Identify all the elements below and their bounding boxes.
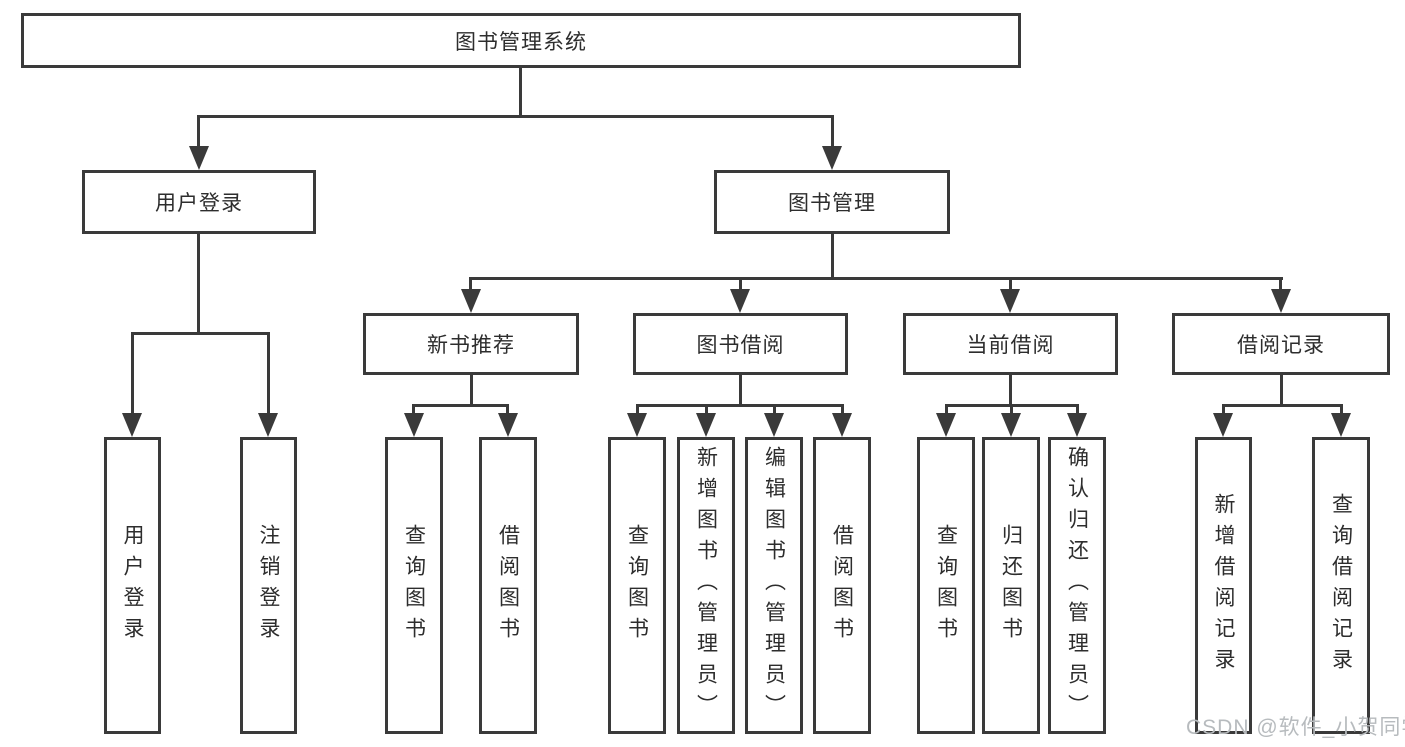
leaf-user-login: 用户登录 [104,437,161,734]
arrow-down-icon [498,413,518,437]
watermark-text: CSDN @软件_小贺同学 [1186,716,1405,739]
node-label: 当前借阅 [966,334,1055,357]
node-borrowing-records: 借阅记录 [1172,313,1390,375]
connector-vline [519,68,522,118]
arrow-down-icon [1331,413,1351,437]
connector-hline [197,115,834,118]
connector-vline [197,115,200,148]
node-library-system: 图书管理系统 [21,13,1021,68]
arrow-down-icon [461,289,481,313]
arrow-down-icon [189,146,209,170]
connector-vline [470,375,473,407]
connector-vline [469,277,472,291]
connector-hline [412,404,509,407]
node-label: 用户登录 [155,192,243,215]
leaf-return-book: 归还图书 [982,437,1040,734]
node-new-book-recommend: 新书推荐 [363,313,579,375]
connector-hline [131,332,270,335]
arrow-down-icon [627,413,647,437]
node-book-borrowing: 图书借阅 [633,313,848,375]
node-current-borrowing: 当前借阅 [903,313,1118,375]
leaf-query-books-current: 查询图书 [917,437,975,734]
connector-vline [1009,375,1012,407]
leaf-label: 查询图书 [402,523,426,648]
connector-vline [1279,277,1282,291]
leaf-label: 归还图书 [999,523,1023,648]
node-label: 图书管理系统 [455,30,587,54]
node-user-login: 用户登录 [82,170,316,234]
leaf-label: 新增图书（管理员） [694,446,718,725]
leaf-query-borrow-record: 查询借阅记录 [1312,437,1370,734]
node-book-management: 图书管理 [714,170,950,234]
leaf-confirm-return-admin: 确认归还（管理员） [1048,437,1106,734]
arrow-down-icon [1213,413,1233,437]
leaf-borrow-books-recommend: 借阅图书 [479,437,537,734]
node-label: 新书推荐 [427,334,515,357]
leaf-label: 借阅图书 [496,523,520,648]
connector-vline [1076,404,1079,417]
connector-vline [412,404,415,417]
arrow-down-icon [1067,413,1087,437]
arrow-down-icon [832,413,852,437]
node-label: 借阅记录 [1237,334,1325,357]
arrow-down-icon [730,289,750,313]
connector-vline [739,375,742,407]
connector-vline [1280,375,1283,407]
arrow-down-icon [696,413,716,437]
connector-vline [831,115,834,148]
arrow-down-icon [936,413,956,437]
arrow-down-icon [1000,289,1020,313]
connector-vline [773,404,776,417]
connector-hline [1222,404,1343,407]
connector-hline [469,277,1283,280]
leaf-label: 新增借阅记录 [1212,492,1235,679]
connector-vline [739,277,742,291]
arrow-down-icon [404,413,424,437]
leaf-logout: 注销登录 [240,437,297,734]
leaf-add-borrow-record: 新增借阅记录 [1195,437,1252,734]
leaf-label: 借阅图书 [830,523,854,648]
leaf-edit-book-admin: 编辑图书（管理员） [745,437,803,734]
connector-vline [841,404,844,417]
leaf-label: 查询图书 [625,523,649,648]
connector-vline [945,404,948,417]
leaf-add-book-admin: 新增图书（管理员） [677,437,735,734]
arrow-down-icon [122,413,142,437]
connector-vline [1009,277,1012,291]
arrow-down-icon [258,413,278,437]
connector-vline [197,234,200,335]
connector-vline [131,332,134,415]
connector-vline [1222,404,1225,417]
connector-vline [267,332,270,415]
arrow-down-icon [1001,413,1021,437]
leaf-borrow-books-borrowing: 借阅图书 [813,437,871,734]
leaf-label: 查询图书 [934,523,958,648]
leaf-label: 确认归还（管理员） [1065,446,1089,725]
connector-hline [636,404,843,407]
node-label: 图书管理 [788,192,876,215]
connector-vline [831,234,834,280]
connector-vline [705,404,708,417]
arrow-down-icon [1271,289,1291,313]
arrow-down-icon [822,146,842,170]
leaf-query-books-borrowing: 查询图书 [608,437,666,734]
leaf-label: 编辑图书（管理员） [762,446,786,725]
node-label: 图书借阅 [696,334,785,357]
connector-vline [1010,404,1013,417]
connector-vline [1340,404,1343,417]
leaf-label: 用户登录 [121,523,144,648]
leaf-query-books-recommend: 查询图书 [385,437,443,734]
connector-vline [636,404,639,417]
arrow-down-icon [764,413,784,437]
leaf-label: 注销登录 [257,523,280,648]
leaf-label: 查询借阅记录 [1329,492,1353,679]
connector-vline [506,404,509,417]
